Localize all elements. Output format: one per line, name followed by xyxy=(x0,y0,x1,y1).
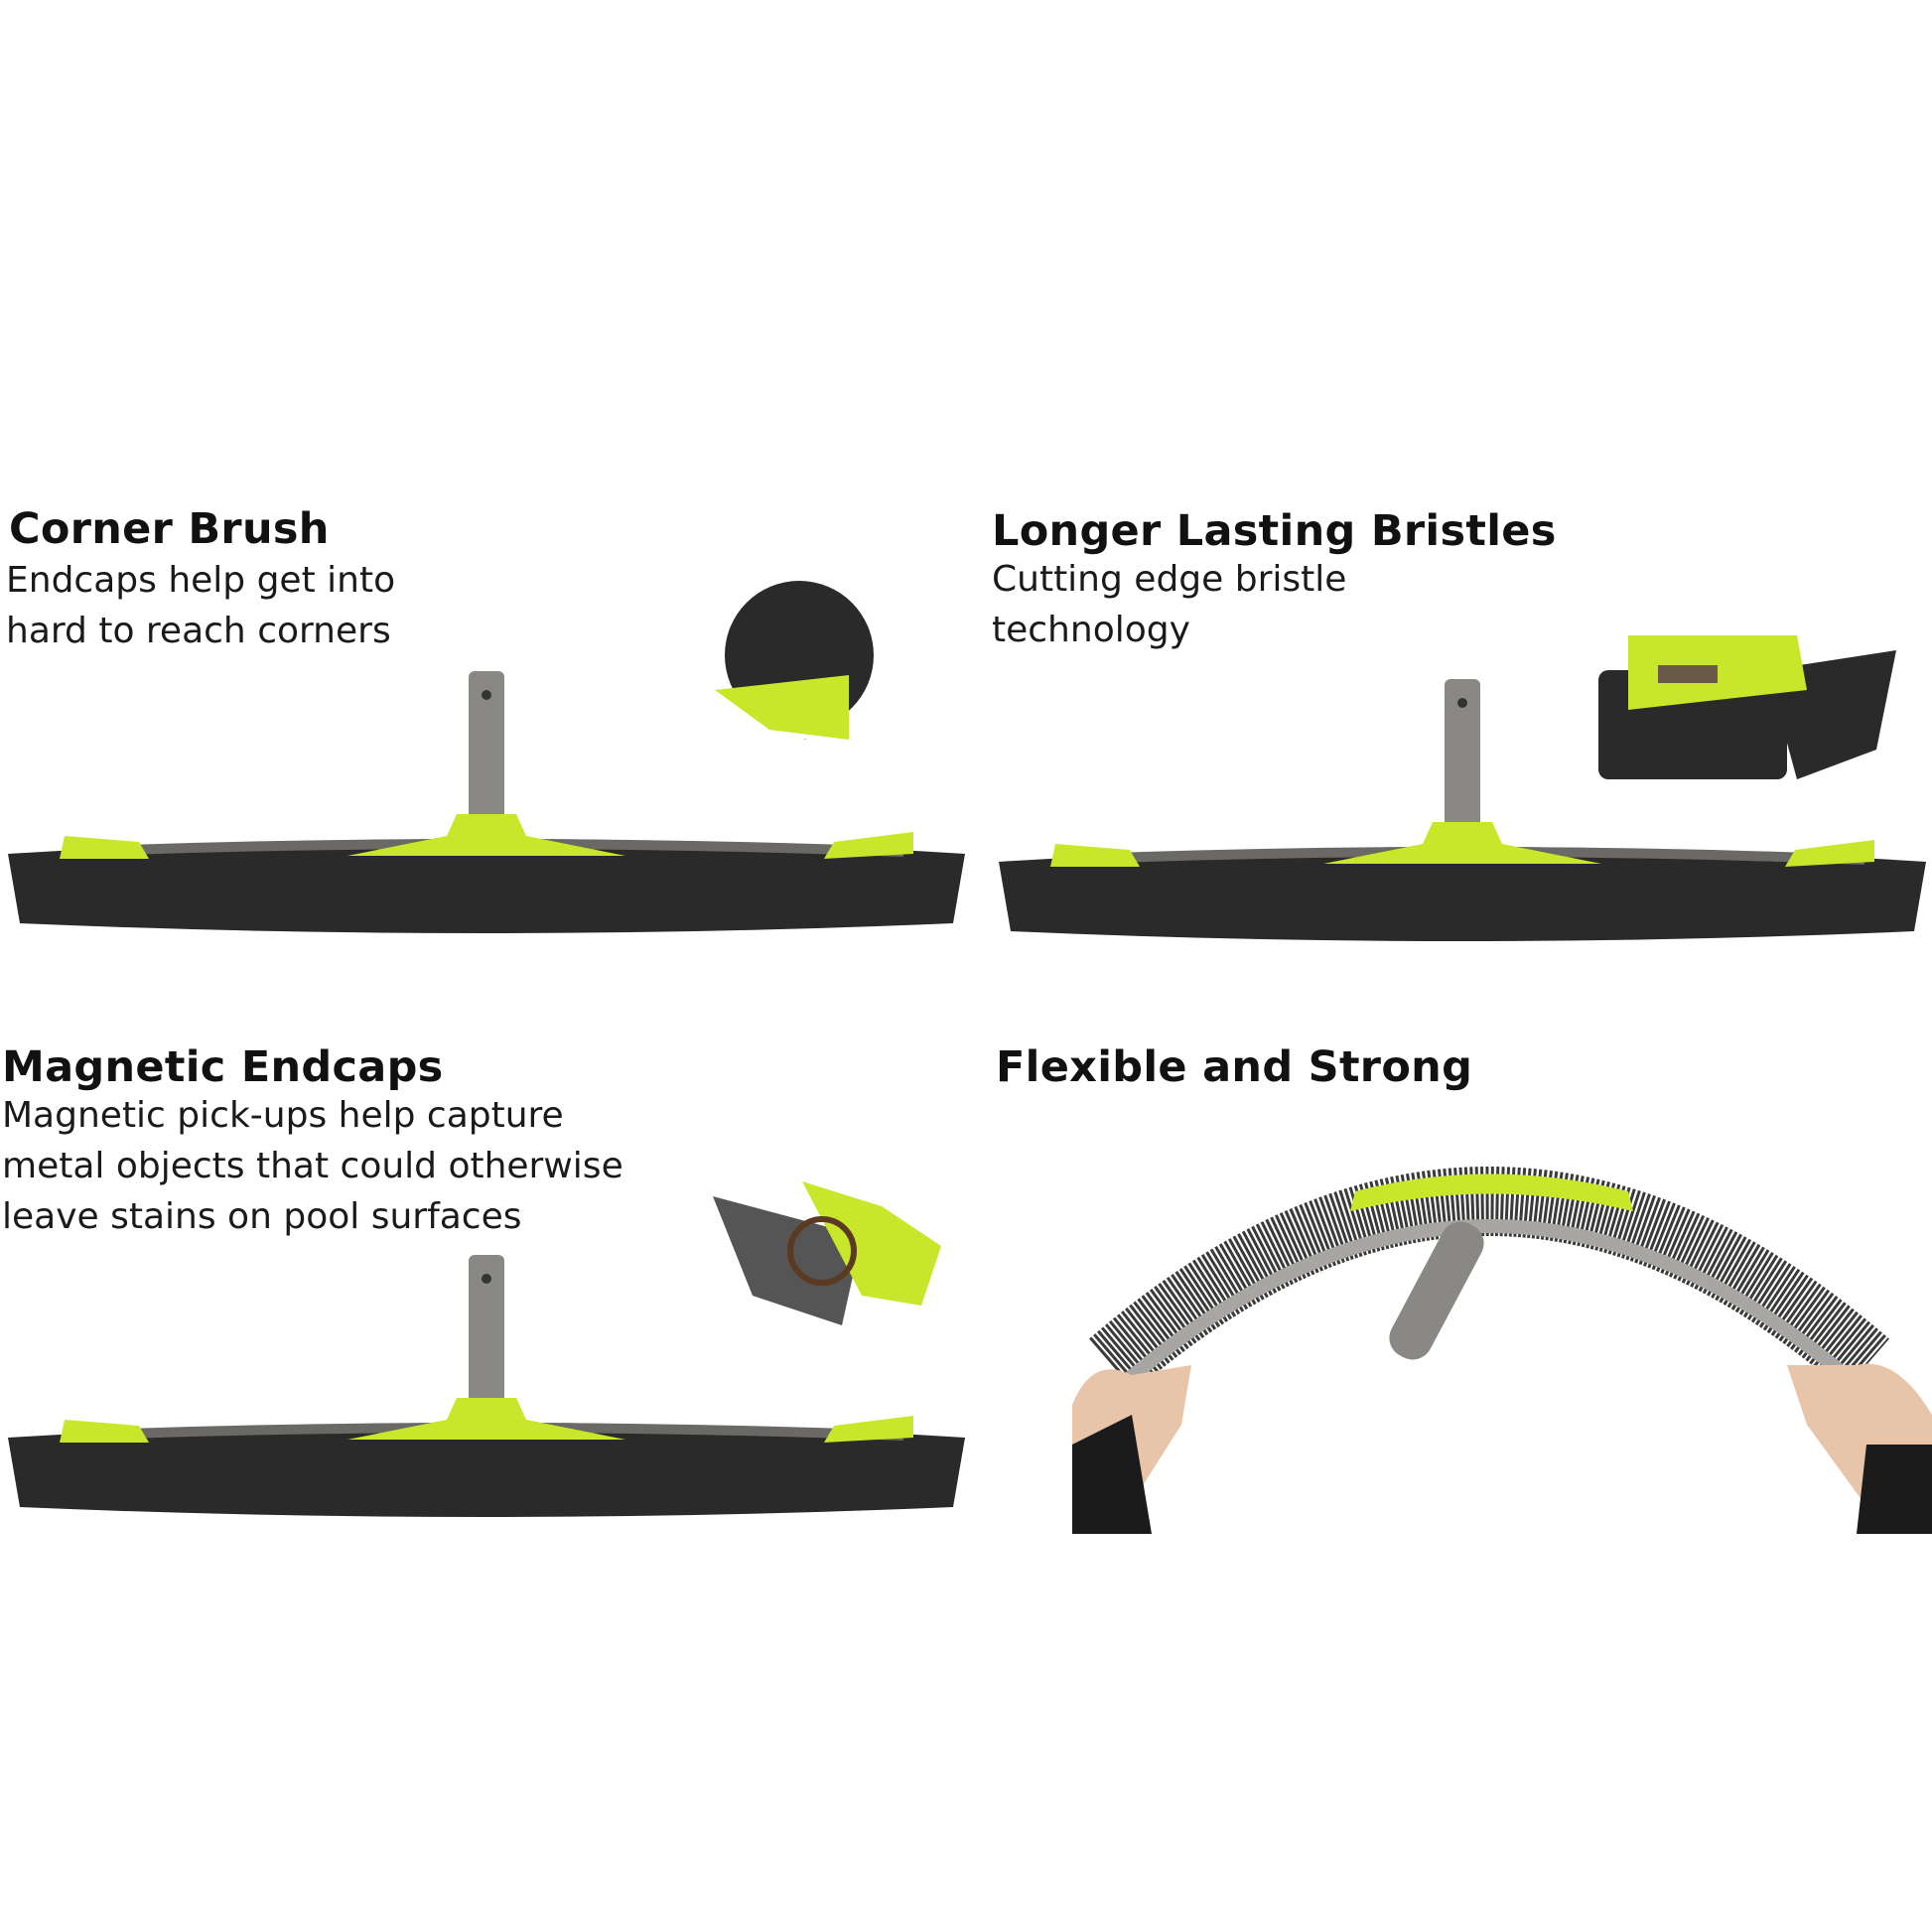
description-line: technology xyxy=(992,610,1190,650)
feature-title-magnetic-endcaps: Magnetic Endcaps xyxy=(2,1042,444,1092)
pool-brush-image-bristles xyxy=(999,679,1926,941)
description-line: Cutting edge bristle xyxy=(992,559,1347,600)
feature-description-bristles: Cutting edge bristle technology xyxy=(992,554,1346,655)
feature-description-corner-brush: Endcaps help get into hard to reach corn… xyxy=(6,555,395,656)
feature-description-magnetic-endcaps: Magnetic pick-ups help capture metal obj… xyxy=(2,1090,623,1242)
description-line: metal objects that could otherwise xyxy=(2,1146,623,1186)
pool-brush-image-corner xyxy=(8,671,965,933)
description-line: Endcaps help get into xyxy=(6,560,396,601)
bristle-endcap-inset-image xyxy=(1598,635,1896,779)
magnetic-endcap-inset-image xyxy=(713,1181,941,1325)
description-line: Magnetic pick-ups help capture xyxy=(2,1095,564,1136)
feature-title-flexible: Flexible and Strong xyxy=(996,1042,1473,1092)
feature-title-corner-brush: Corner Brush xyxy=(9,504,330,554)
feature-title-bristles: Longer Lasting Bristles xyxy=(992,506,1557,556)
description-line: leave stains on pool surfaces xyxy=(2,1196,522,1237)
corner-endcap-inset-image xyxy=(715,581,874,740)
flexed-brush-in-hands-image xyxy=(1072,1167,1932,1534)
pool-brush-image-magnetic xyxy=(8,1255,965,1517)
description-line: hard to reach corners xyxy=(6,611,391,651)
